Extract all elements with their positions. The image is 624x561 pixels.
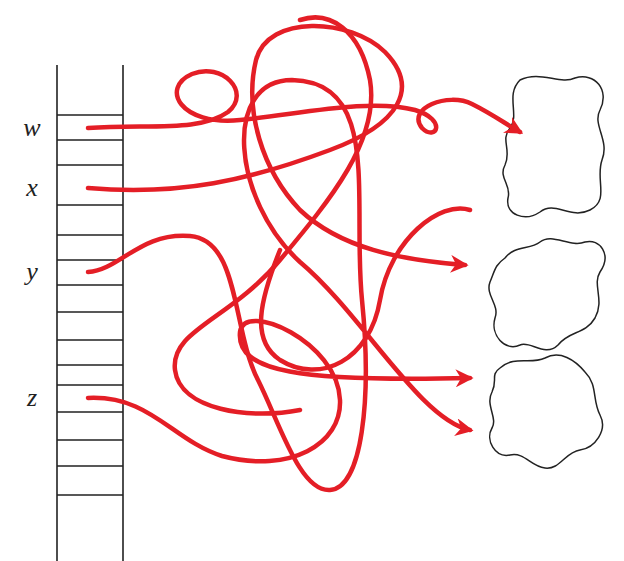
pointer-arrow [88,18,520,491]
object-blob [489,76,605,468]
variable-name: x [26,175,38,201]
variable-name: z [27,385,37,411]
memory-stack [57,65,123,561]
variable-name: y [26,259,38,285]
variable-name: w [23,115,40,141]
